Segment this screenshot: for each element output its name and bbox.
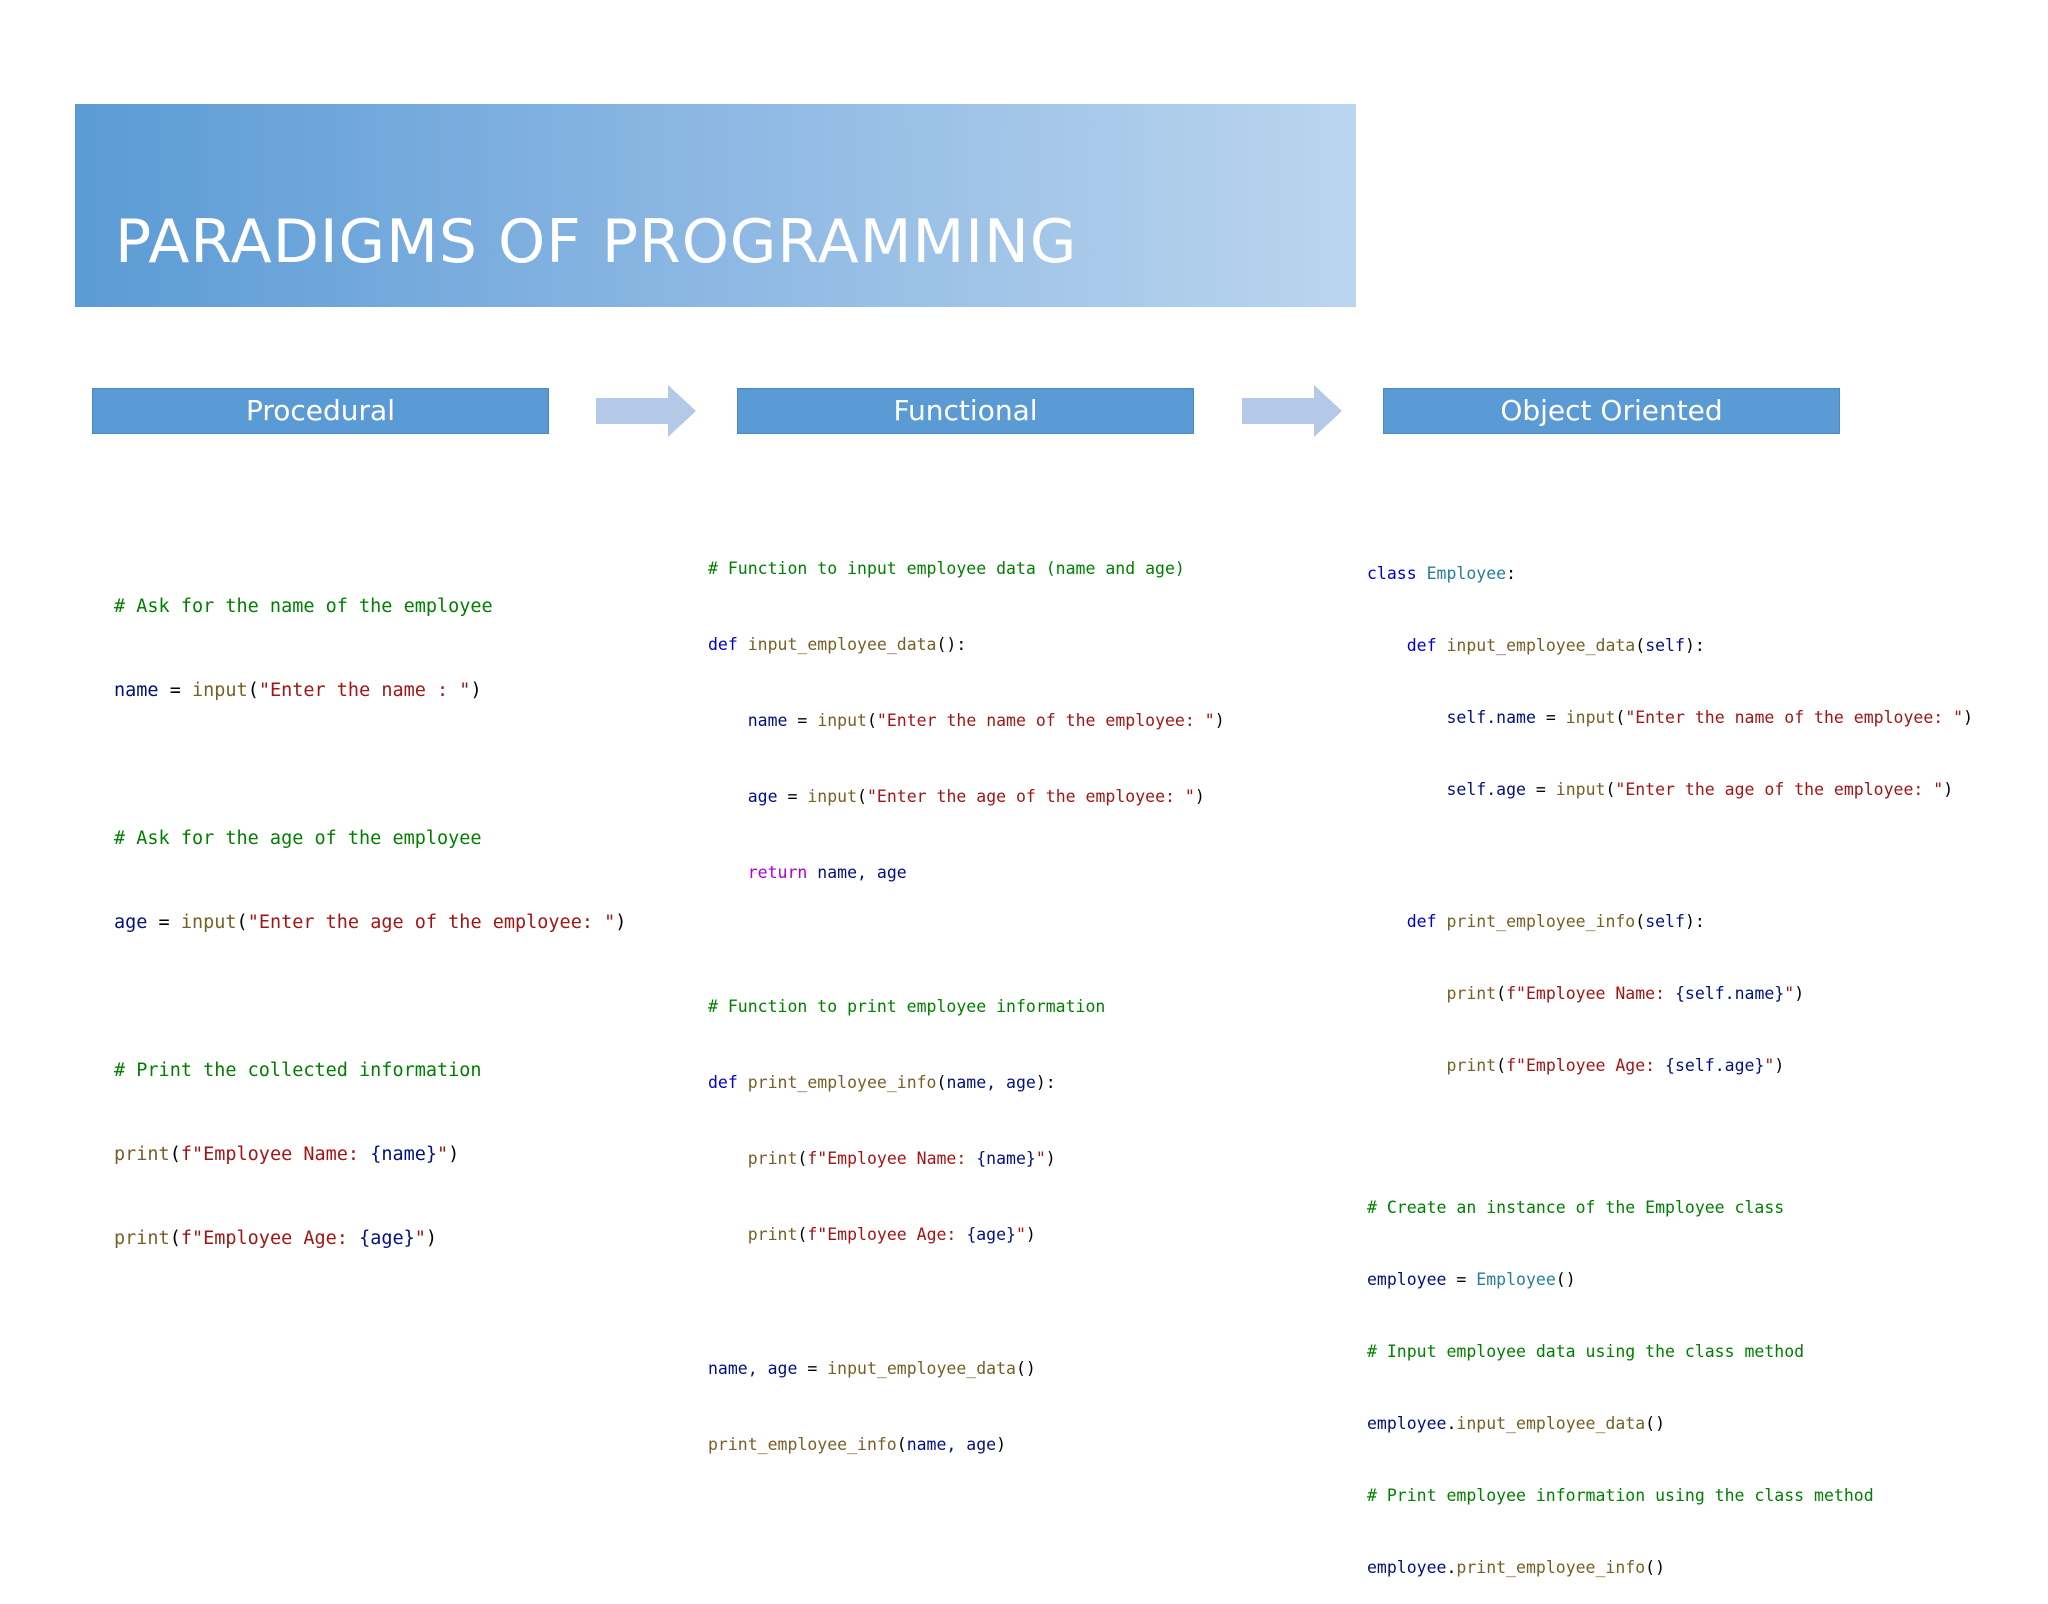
title-banner: PARADIGMS OF PROGRAMMING <box>75 104 1356 307</box>
code-line: def print_employee_info(self): <box>1406 912 1705 931</box>
code-line: name, age = input_employee_data() <box>708 1359 1036 1378</box>
oop-code-block: class Employee: def input_employee_data(… <box>1367 519 1973 1604</box>
procedural-code-block: # Ask for the name of the employee name … <box>114 544 626 1281</box>
code-line: employee = Employee() <box>1367 1270 1576 1289</box>
code-line: # Ask for the age of the employee <box>114 828 482 849</box>
code-line: name = input("Enter the name : ") <box>114 680 482 701</box>
code-line: # Function to input employee data (name … <box>708 559 1185 578</box>
slide-title: PARADIGMS OF PROGRAMMING <box>115 207 1078 277</box>
code-line: print(f"Employee Name: {name}") <box>114 1144 460 1165</box>
code-line: self.age = input("Enter the age of the e… <box>1446 780 1954 799</box>
paradigm-procedural: Procedural <box>92 388 549 434</box>
code-line: # Ask for the name of the employee <box>114 596 493 617</box>
code-line: print(f"Employee Age: {self.age}") <box>1446 1056 1785 1075</box>
paradigm-object-oriented: Object Oriented <box>1383 388 1840 434</box>
code-line: print_employee_info(name, age) <box>708 1435 1007 1454</box>
code-line: self.name = input("Enter the name of the… <box>1446 708 1974 727</box>
code-line: employee.input_employee_data() <box>1367 1414 1666 1433</box>
code-line: employee.print_employee_info() <box>1367 1558 1666 1577</box>
code-line: def input_employee_data(self): <box>1406 636 1705 655</box>
code-line: print(f"Employee Age: {age}") <box>747 1225 1036 1244</box>
code-line: # Create an instance of the Employee cla… <box>1367 1198 1785 1217</box>
code-line: print(f"Employee Name: {name}") <box>747 1149 1056 1168</box>
code-line: name = input("Enter the name of the empl… <box>747 711 1225 730</box>
code-line: print(f"Employee Age: {age}") <box>114 1228 438 1249</box>
code-line: # Print employee information using the c… <box>1367 1486 1874 1505</box>
code-line: print(f"Employee Name: {self.name}") <box>1446 984 1805 1003</box>
right-arrow-icon <box>1242 385 1342 437</box>
code-line: age = input("Enter the age of the employ… <box>747 787 1205 806</box>
paradigm-functional: Functional <box>737 388 1194 434</box>
code-line: age = input("Enter the age of the employ… <box>114 912 627 933</box>
code-line: # Print the collected information <box>114 1060 482 1081</box>
functional-code-block: # Function to input employee data (name … <box>708 512 1225 1483</box>
code-line: # Function to print employee information <box>708 997 1106 1016</box>
code-line: # Input employee data using the class me… <box>1367 1342 1805 1361</box>
code-line: def print_employee_info(name, age): <box>708 1073 1056 1092</box>
code-line: def input_employee_data(): <box>708 635 967 654</box>
right-arrow-icon <box>596 385 696 437</box>
code-line: class Employee: <box>1367 564 1517 583</box>
code-line: return name, age <box>747 863 907 882</box>
